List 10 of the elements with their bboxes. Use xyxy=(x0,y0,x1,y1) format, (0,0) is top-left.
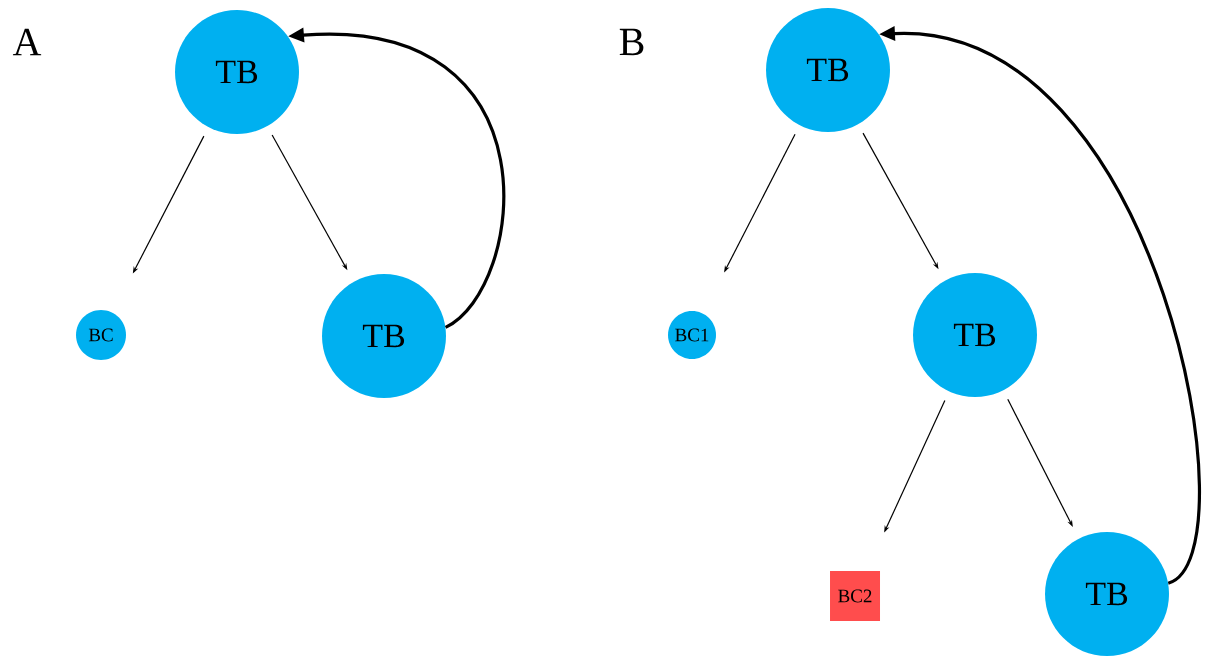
circle-node: TB xyxy=(1045,532,1169,656)
circle-node: TB xyxy=(175,10,299,134)
circle-node: BC1 xyxy=(668,311,716,359)
circle-node: TB xyxy=(322,274,446,398)
circle-node: BC xyxy=(76,310,126,360)
circle-node: TB xyxy=(766,8,890,132)
panel-label: B xyxy=(619,28,644,56)
panel-label: A xyxy=(12,28,42,56)
square-node: BC2 xyxy=(830,571,880,621)
circle-node: TB xyxy=(913,273,1037,397)
